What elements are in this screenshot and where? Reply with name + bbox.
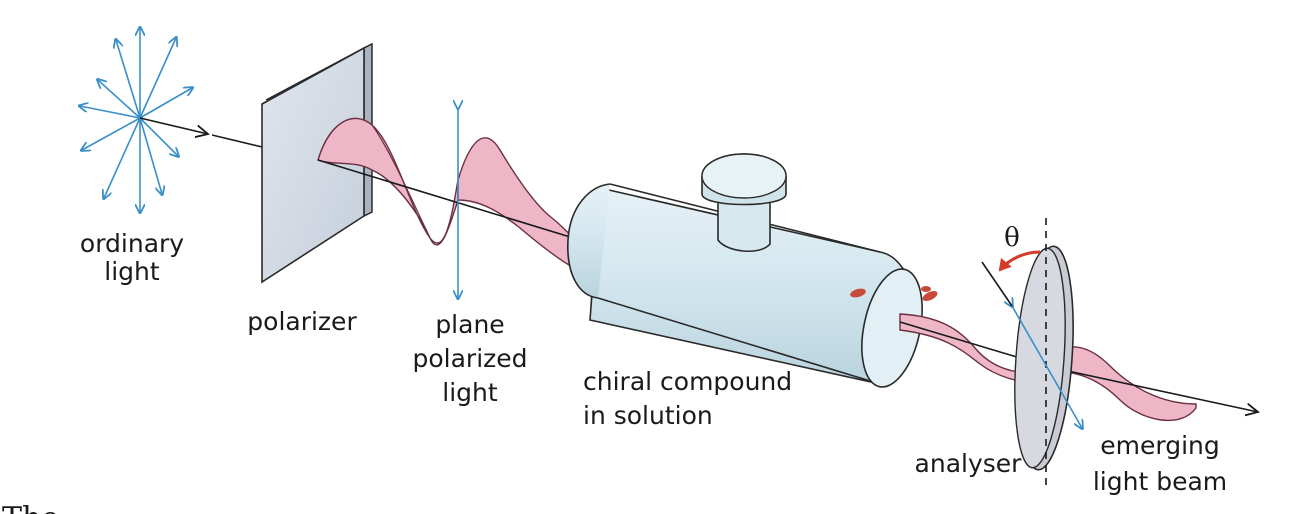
label-chiral-compound: chiral compound <box>583 367 792 396</box>
sample-tube-icon <box>567 153 923 388</box>
label-light: light <box>104 257 160 286</box>
label-emerging: emerging <box>1100 431 1219 460</box>
label-light-2: light <box>442 378 498 407</box>
label-ordinary: ordinary <box>80 229 184 258</box>
polarized-wave <box>317 117 575 270</box>
incoming-beam <box>139 117 208 134</box>
starburst-arrows-icon <box>80 28 192 212</box>
rotation-arrow-icon <box>998 250 1041 272</box>
emerging-beam <box>1053 367 1258 412</box>
label-in-solution: in solution <box>583 401 713 430</box>
polarized-beam <box>317 159 581 241</box>
cutoff-text: The ... <box>2 501 97 514</box>
incoming-beam-tail <box>211 134 263 148</box>
analyser-disc-icon <box>1014 245 1074 471</box>
label-light-beam: light beam <box>1093 467 1227 496</box>
label-analyser: analyser <box>915 449 1023 478</box>
label-polarized: polarized <box>412 344 527 373</box>
analyser-angle-line <box>981 261 1013 307</box>
polarizer-plate-icon <box>261 42 373 284</box>
rotated-axis-arrow <box>1012 306 1082 428</box>
label-theta: θ <box>1004 223 1020 253</box>
label-plane: plane <box>435 310 504 339</box>
red-marks <box>850 286 938 301</box>
label-polarizer: polarizer <box>247 307 357 336</box>
